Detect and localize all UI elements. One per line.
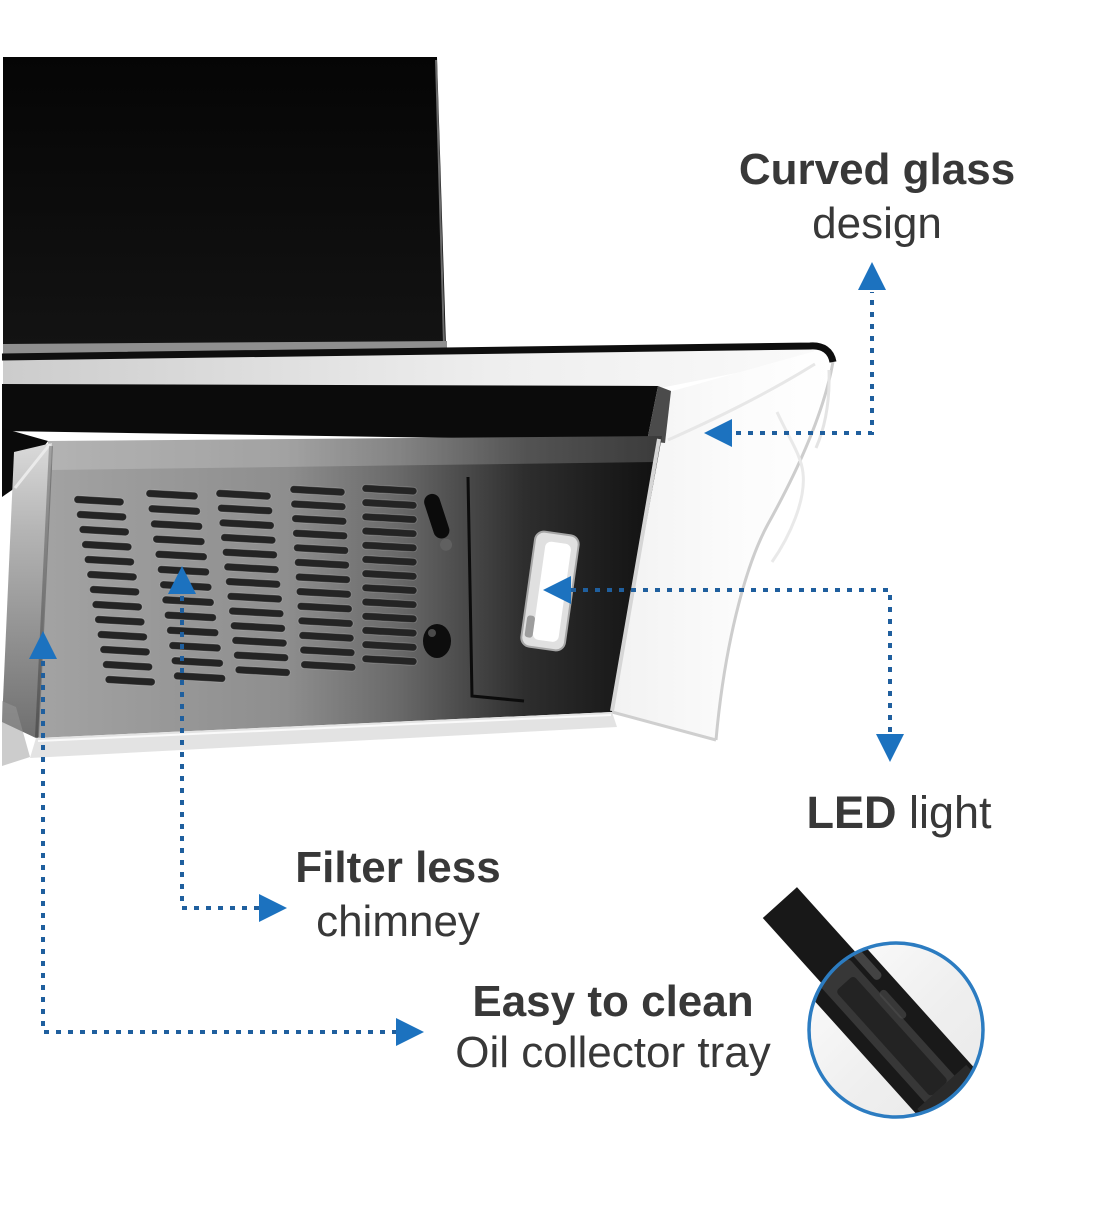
up-arrow-icon bbox=[168, 566, 196, 594]
label-oil-tray-line2: Oil collector tray bbox=[455, 1028, 771, 1078]
down-arrow-icon bbox=[876, 734, 904, 762]
filterless-connector bbox=[180, 596, 259, 910]
label-led-regular: light bbox=[908, 787, 992, 838]
panel-clip-bottom bbox=[423, 624, 451, 658]
oil-tray-connector bbox=[41, 661, 396, 1034]
filterless-panel bbox=[36, 436, 662, 738]
label-oil-tray-line1: Easy to clean bbox=[472, 977, 754, 1026]
label-curved-glass-line2: design bbox=[812, 198, 942, 248]
label-curved-glass: Curved glass design bbox=[739, 143, 1015, 250]
inset-tray-overflow bbox=[762, 887, 858, 985]
right-arrow-icon bbox=[259, 894, 287, 922]
magnifier-inset-circle-icon bbox=[807, 941, 985, 1119]
chimney-body bbox=[3, 57, 447, 358]
left-arrow-icon bbox=[543, 576, 571, 604]
label-filterless-line2: chimney bbox=[316, 896, 480, 946]
up-arrow-icon bbox=[29, 631, 57, 659]
left-arrow-icon bbox=[704, 419, 732, 447]
curved-glass-panel bbox=[1, 342, 837, 742]
annotation-arrowheads bbox=[29, 262, 904, 1046]
label-curved-glass-line1: Curved glass bbox=[738, 145, 1016, 194]
label-led-light: LED light bbox=[806, 786, 991, 841]
label-filterless-line1: Filter less bbox=[295, 843, 501, 892]
oil-tray-inset bbox=[762, 887, 985, 1119]
right-arrow-icon bbox=[396, 1018, 424, 1046]
oil-collector-tray-side bbox=[2, 428, 53, 739]
vent-slots bbox=[73, 484, 418, 687]
inset-tray-photo bbox=[809, 943, 983, 1117]
curved-glass-connector bbox=[736, 292, 874, 435]
label-led-bold: LED bbox=[806, 787, 897, 838]
up-arrow-icon bbox=[858, 262, 886, 290]
label-filterless: Filter less chimney bbox=[295, 841, 500, 948]
label-oil-tray: Easy to clean Oil collector tray bbox=[455, 976, 770, 1078]
glass-top-band bbox=[2, 384, 658, 441]
panel-clip-top bbox=[424, 493, 453, 551]
annotation-arrows bbox=[41, 292, 892, 1034]
hood-bottom-rim bbox=[2, 701, 617, 766]
